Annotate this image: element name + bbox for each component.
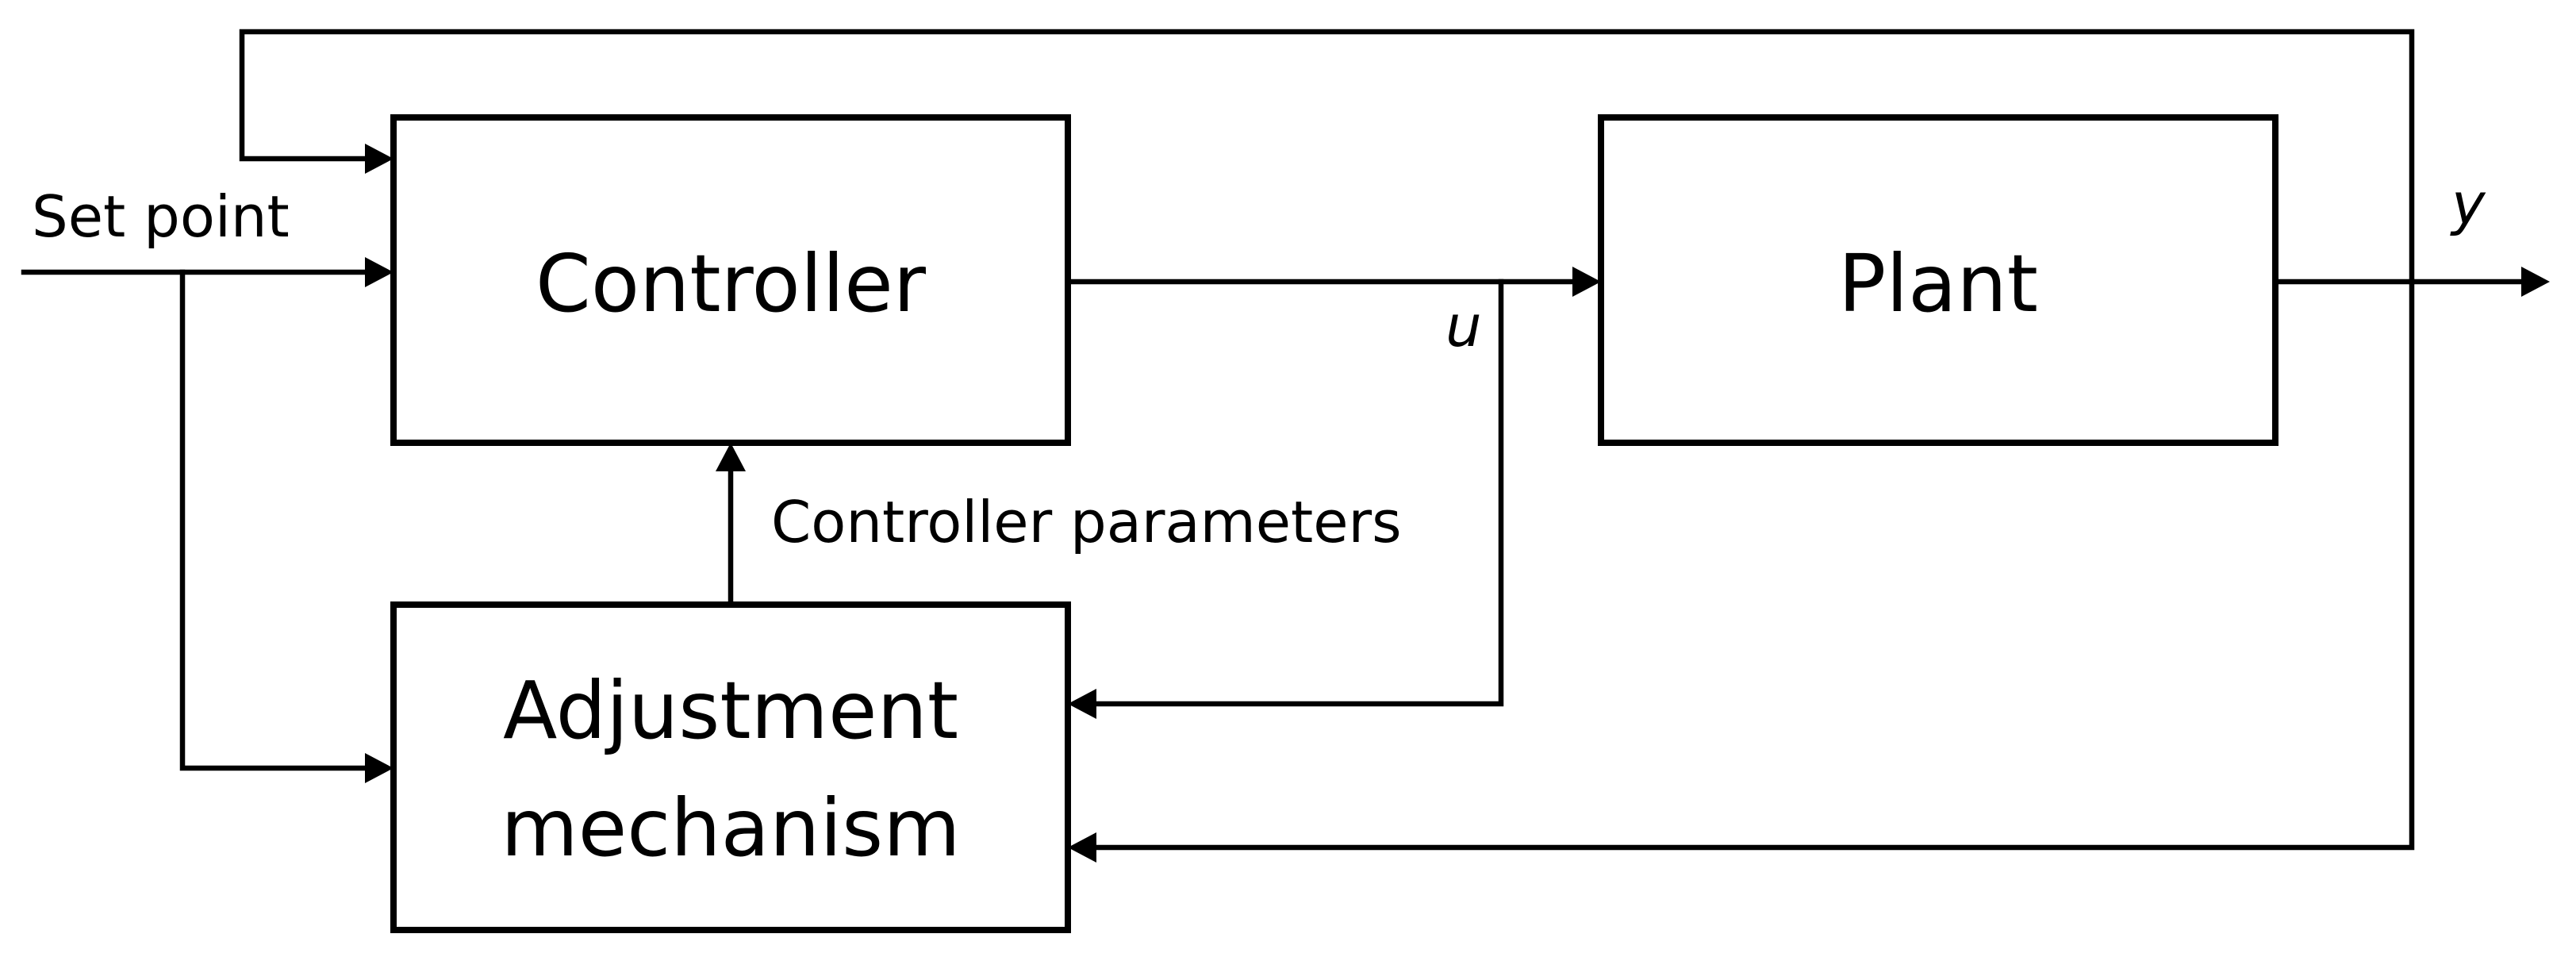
set-point-branch-arrowhead xyxy=(365,753,394,783)
output-bottom-feedback-line xyxy=(1093,279,2415,851)
output-arrowhead xyxy=(2521,267,2550,297)
controller-parameters-arrowhead xyxy=(716,443,746,471)
adjustment-mechanism-block: Adjustment mechanism xyxy=(390,601,1071,933)
adjustment-label-line1: Adjustment xyxy=(503,664,958,757)
controller-parameters-signal: Controller parameters xyxy=(716,443,1402,608)
output-top-feedback-line xyxy=(239,29,2415,285)
controller-parameters-label: Controller parameters xyxy=(771,489,1402,555)
control-signal-feedback-arrowhead xyxy=(1068,689,1096,719)
set-point-label: Set point xyxy=(32,183,290,250)
set-point-branch-line xyxy=(179,269,370,771)
y-label: y xyxy=(2450,171,2486,237)
set-point-signal: Set point xyxy=(21,183,394,783)
plant-label: Plant xyxy=(1838,237,2038,330)
plant-block: Plant xyxy=(1598,114,2278,446)
output-bottom-feedback-arrowhead xyxy=(1068,832,1096,863)
controller-label: Controller xyxy=(536,237,927,330)
controller-block: Controller xyxy=(390,114,1071,446)
control-signal-arrowhead xyxy=(1572,267,1601,297)
set-point-arrowhead xyxy=(365,257,394,287)
output-signal-y: y xyxy=(239,29,2550,863)
adjustment-label-line2: mechanism xyxy=(501,782,960,874)
u-label: u xyxy=(1445,293,1482,359)
control-signal-u: u xyxy=(1065,267,1601,719)
control-signal-feedback-line xyxy=(1093,279,1504,707)
output-top-feedback-arrowhead xyxy=(365,144,394,174)
